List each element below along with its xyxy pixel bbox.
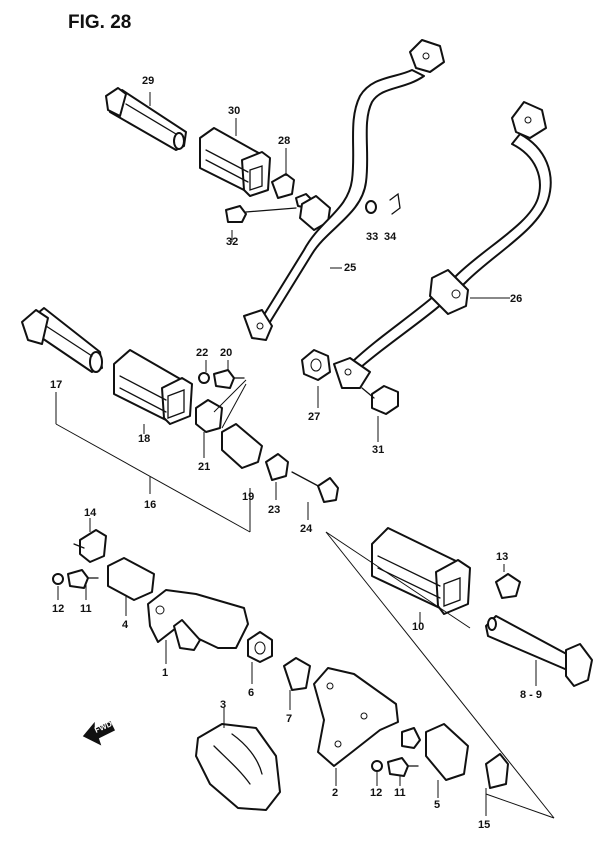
part-20-pin xyxy=(213,369,245,389)
callout-11-left: 11 xyxy=(80,603,92,615)
part-1-bracket xyxy=(147,589,249,651)
part-18-footrest-rubber xyxy=(113,349,193,425)
leader-lines xyxy=(55,92,555,819)
part-8-9-footrest-peg xyxy=(485,615,593,687)
callout-29: 29 xyxy=(142,75,154,87)
callout-25: 25 xyxy=(344,262,356,274)
callout-1: 1 xyxy=(162,667,168,679)
callout-18: 18 xyxy=(138,433,150,445)
callout-28: 28 xyxy=(278,135,290,147)
part-11-pin-bottom xyxy=(387,757,419,777)
part-15-clip xyxy=(485,753,509,789)
callout-17: 17 xyxy=(50,379,62,391)
part-30-footrest-rubber xyxy=(199,127,271,197)
part-27-nut xyxy=(301,349,331,381)
callout-numbers: 29 30 28 32 33 34 25 26 17 22 20 18 21 2… xyxy=(50,75,542,831)
callout-12-left: 12 xyxy=(52,603,64,615)
figure-title: FIG. 28 xyxy=(68,12,131,33)
callout-34: 34 xyxy=(384,231,397,243)
part-25-bracket xyxy=(243,39,445,341)
part-32-pin xyxy=(225,205,297,223)
callout-12-bottom: 12 xyxy=(370,787,382,799)
callout-19: 19 xyxy=(242,491,254,503)
part-33-washer xyxy=(365,200,377,214)
callout-13: 13 xyxy=(496,551,508,563)
part-12-cap-left xyxy=(52,573,64,585)
callout-30: 30 xyxy=(228,105,240,117)
part-22-cap xyxy=(198,372,210,384)
callout-31: 31 xyxy=(372,444,384,456)
part-3-bracket-casting xyxy=(195,723,281,811)
callout-32: 32 xyxy=(226,236,238,248)
fwd-arrow-icon: FWD xyxy=(82,719,116,746)
callout-5: 5 xyxy=(434,799,440,811)
part-2-bracket xyxy=(313,667,399,767)
part-4-holder xyxy=(107,557,155,601)
callout-11-bottom: 11 xyxy=(394,787,406,799)
callout-14: 14 xyxy=(84,507,97,519)
part-29-footrest-peg xyxy=(105,87,187,151)
part-5-holder xyxy=(401,723,469,781)
callout-27: 27 xyxy=(308,411,320,423)
part-10-footrest-rubber xyxy=(371,527,471,615)
part-11-pin-left xyxy=(67,569,99,589)
part-13-clip xyxy=(495,573,521,599)
callout-10: 10 xyxy=(412,621,424,633)
callout-3: 3 xyxy=(220,699,226,711)
part-26-bracket xyxy=(333,101,552,389)
callout-6: 6 xyxy=(248,687,254,699)
part-7-collar xyxy=(283,657,311,691)
part-12-cap-bottom xyxy=(371,760,383,772)
callout-7: 7 xyxy=(286,713,292,725)
callout-26: 26 xyxy=(510,293,522,305)
callout-8-9: 8 - 9 xyxy=(520,689,542,701)
callout-33: 33 xyxy=(366,231,378,243)
part-6-nut xyxy=(247,631,273,663)
callout-23: 23 xyxy=(268,504,280,516)
part-17-footrest-peg xyxy=(21,307,103,373)
part-28-plate xyxy=(271,173,295,199)
callout-16: 16 xyxy=(144,499,156,511)
part-21-plate xyxy=(195,399,223,433)
callout-20: 20 xyxy=(220,347,232,359)
callout-15: 15 xyxy=(478,819,490,831)
callout-24: 24 xyxy=(300,523,313,535)
part-34-cotter-pin xyxy=(389,192,401,215)
part-19-holder xyxy=(221,423,263,469)
callout-22: 22 xyxy=(196,347,208,359)
callout-21: 21 xyxy=(198,461,210,473)
part-23-washer xyxy=(265,453,289,481)
callout-2: 2 xyxy=(332,787,338,799)
part-14-plate xyxy=(73,529,107,563)
part-24-bolt xyxy=(291,471,339,503)
callout-4: 4 xyxy=(122,619,129,631)
part-31-bolt xyxy=(361,385,399,415)
